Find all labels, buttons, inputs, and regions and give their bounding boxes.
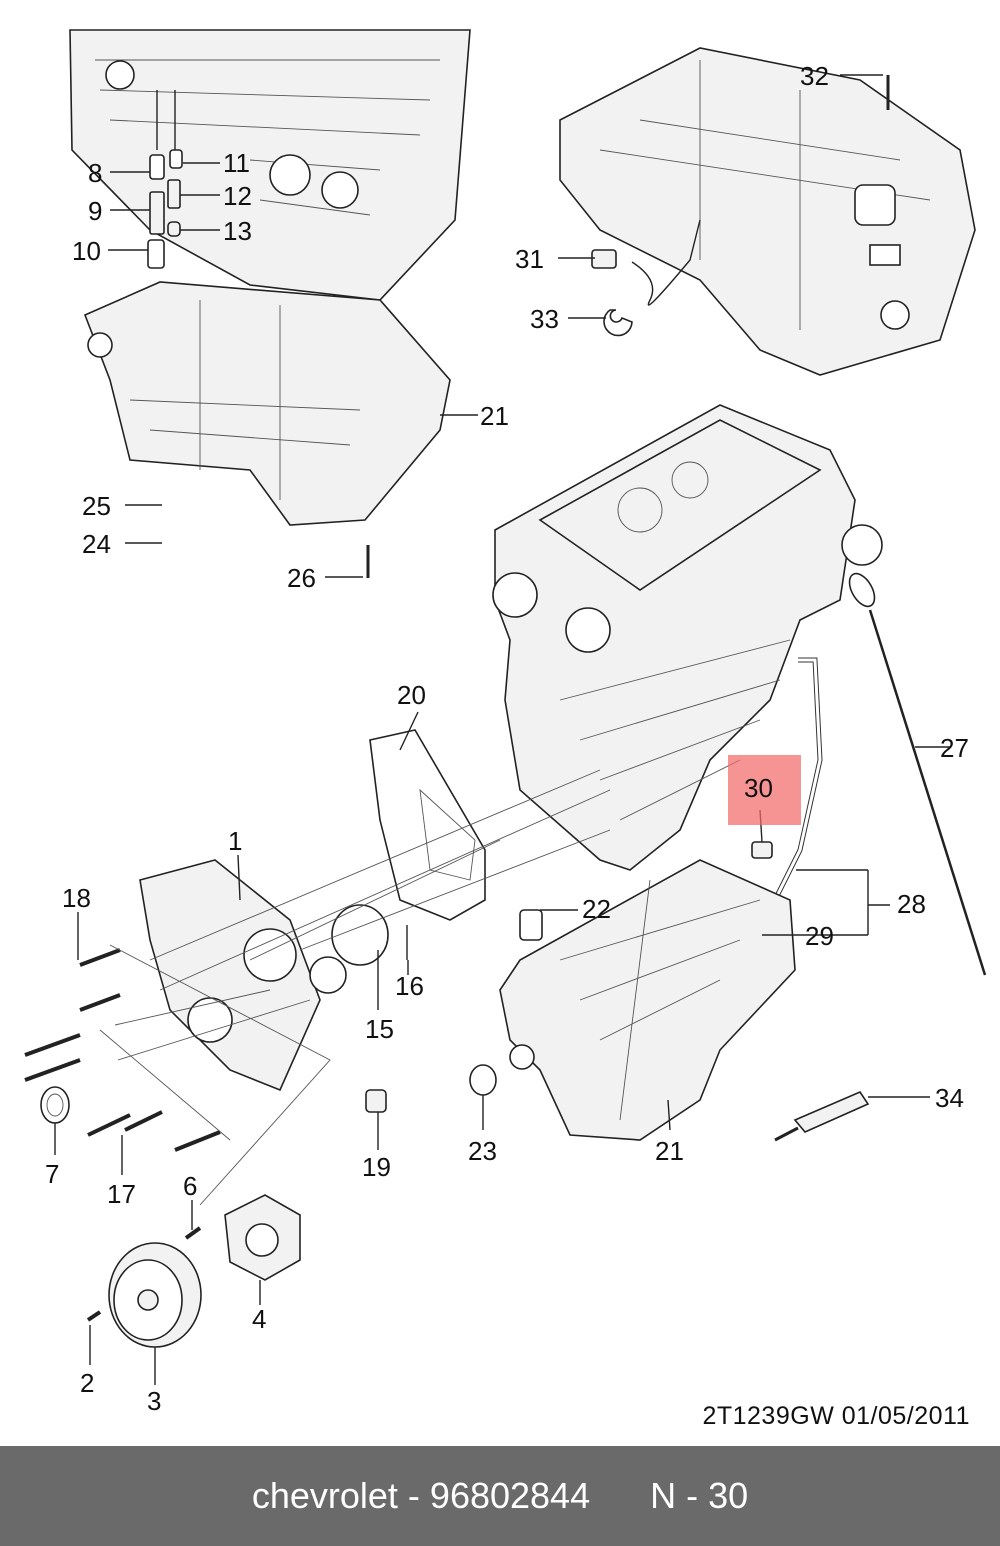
- callout-10: 10: [72, 236, 101, 266]
- highlight-box: [728, 755, 801, 825]
- callout-3: 3: [147, 1386, 161, 1416]
- oil-level-sensor-parts: [591, 219, 701, 337]
- bolts: [24, 75, 890, 1322]
- seal-23: [469, 1064, 497, 1096]
- exploded-parts-diagram: 1 2 3 4 6 7 8 9 10 11 12 13 15 16 17 18 …: [24, 29, 987, 1416]
- gasket-plate: [369, 729, 486, 921]
- lower-crankcase-upper: [83, 281, 451, 526]
- callout-12: 12: [223, 181, 252, 211]
- oil-pan-top-right: [559, 47, 976, 376]
- dipstick: [848, 572, 987, 976]
- callout-2: 2: [80, 1368, 94, 1398]
- callout-21-bottom: 21: [655, 1136, 684, 1166]
- water-pump: [224, 1194, 301, 1281]
- callout-7: 7: [45, 1159, 59, 1189]
- footer-separator: -: [397, 1475, 430, 1516]
- front-cover: [139, 859, 347, 1092]
- engine-assembly: [492, 404, 883, 871]
- pump-gasket: [331, 904, 408, 966]
- footer-part-number: 96802844: [429, 1475, 591, 1516]
- footer-brand: chevrolet: [251, 1475, 398, 1516]
- callout-33: 33: [530, 304, 559, 334]
- callout-8: 8: [88, 158, 102, 188]
- cylinder-block-top: [69, 29, 471, 301]
- callout-19: 19: [362, 1152, 391, 1182]
- valve-spring-parts: [147, 90, 183, 269]
- callout-11: 11: [223, 148, 250, 178]
- callout-34: 34: [935, 1083, 964, 1113]
- callout-20: 20: [397, 680, 426, 710]
- seal-7: [40, 1086, 70, 1124]
- callout-30: 30: [744, 773, 773, 803]
- callout-13: 13: [223, 216, 252, 246]
- callout-31: 31: [515, 244, 544, 274]
- footer-spacer: [590, 1475, 650, 1517]
- footer-position-label: N - 30: [650, 1475, 749, 1516]
- callout-6: 6: [183, 1171, 197, 1201]
- sealant-tube: [774, 1091, 870, 1142]
- callout-17: 17: [107, 1179, 136, 1209]
- callout-15: 15: [365, 1014, 394, 1044]
- plug-19: [365, 1089, 387, 1113]
- callout-16: 16: [395, 971, 424, 1001]
- callout-25: 25: [82, 491, 111, 521]
- diagram-reference: 2T1239GW 01/05/2011: [702, 1402, 970, 1430]
- pulley: [108, 1242, 202, 1348]
- callout-21-top: 21: [480, 401, 509, 431]
- callout-labels: 1 2 3 4 6 7 8 9 10 11 12 13 15 16 17 18 …: [45, 61, 969, 1416]
- leader-lines: [54, 74, 950, 1385]
- callout-23: 23: [468, 1136, 497, 1166]
- callout-28: 28: [897, 889, 926, 919]
- footer-bar: chevrolet - 96802844 N - 30: [0, 1446, 1000, 1546]
- callout-27: 27: [940, 733, 969, 763]
- callout-32: 32: [800, 61, 829, 91]
- callout-26: 26: [287, 563, 316, 593]
- callout-9: 9: [88, 196, 102, 226]
- callout-18: 18: [62, 883, 91, 913]
- callout-29: 29: [805, 921, 834, 951]
- callout-1: 1: [228, 826, 242, 856]
- callout-4: 4: [252, 1304, 266, 1334]
- callout-22: 22: [582, 894, 611, 924]
- oil-pan-lower: [499, 859, 796, 1141]
- callout-24: 24: [82, 529, 111, 559]
- oil-pressure-sender: [751, 841, 773, 859]
